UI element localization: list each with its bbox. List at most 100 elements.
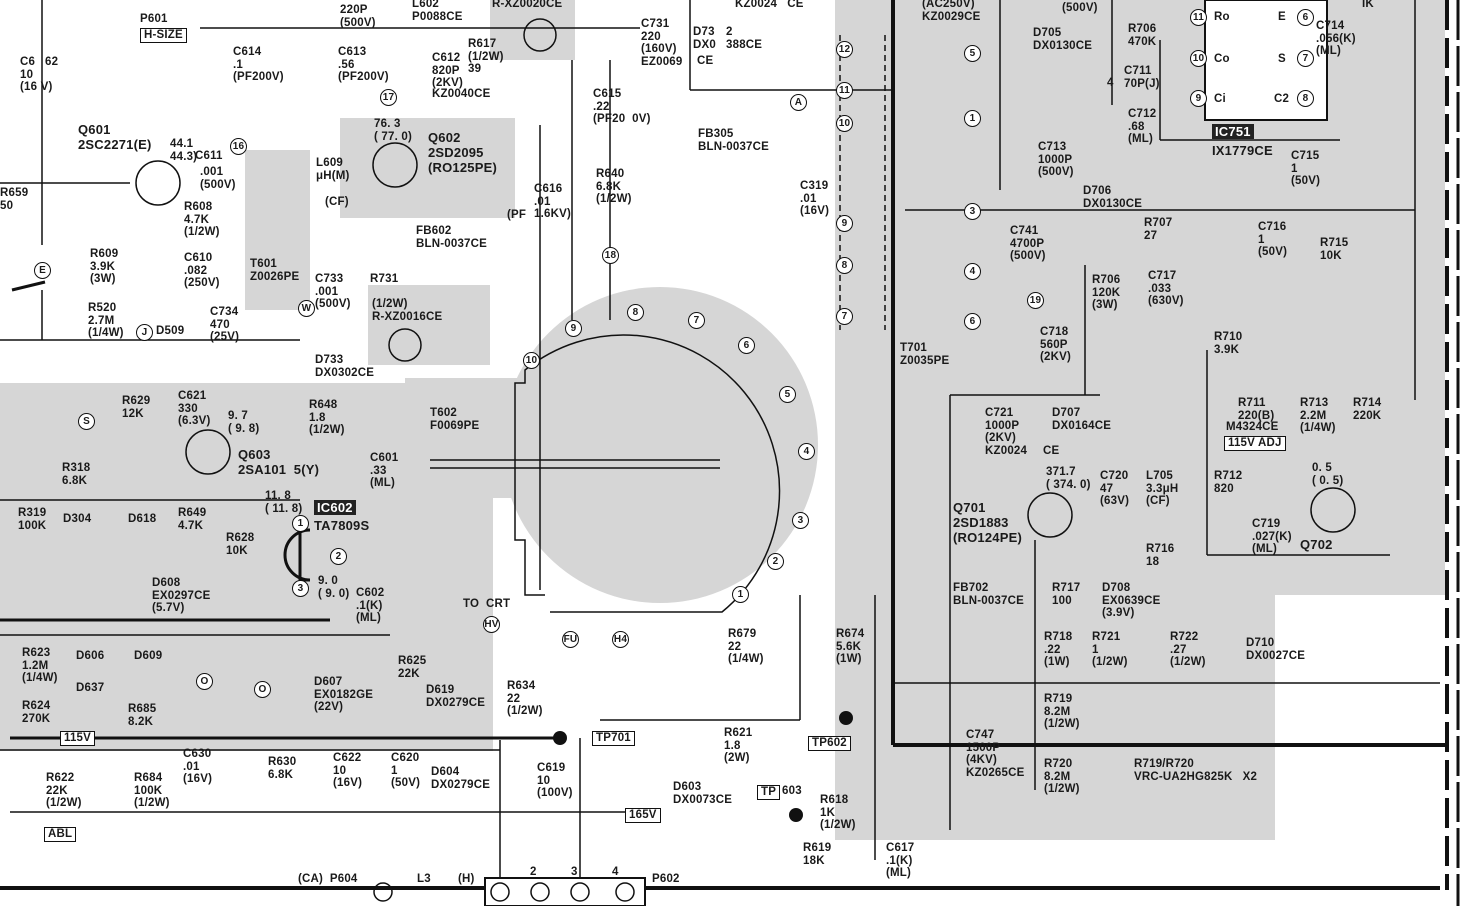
label-text: H-SIZE [144,29,183,41]
label-text: P602 [652,873,680,885]
label-text: (PF [507,209,527,221]
label-text: 3.3μH [1146,482,1179,495]
label-text: R628 [226,532,255,544]
label-c719: C719.027(K)(ML) [1252,518,1292,556]
label-p604: (CA) P604 [298,873,358,886]
label-text: D706 [1083,185,1112,197]
label-text: R722 [1170,631,1199,643]
label-r731: R731 [370,273,398,286]
label-text: R720 [1044,758,1073,770]
label-text: KZ0040CE [432,88,491,100]
label-text: C613 [338,46,367,58]
label-text: (63V) [1100,495,1130,507]
label-text: R649 [178,507,207,519]
terminal-marker-t18: 18 [602,247,619,264]
label-tp701: TP701 [592,731,635,746]
label-text: M4324CE [1226,421,1279,433]
label-kz0024t: KZ0024 CE [735,0,804,11]
label-c617: C617.1(K)(ML) [886,842,914,880]
label-text: (CF) [325,196,349,208]
label-text: C719 [1252,518,1281,530]
label-text: 62 [45,56,59,68]
label-text: 50 [0,199,14,212]
label-text: 6.8K [62,474,88,487]
label-text: 76. 3 [374,118,401,130]
label-text: .1(K) [356,599,383,612]
label-text: Co [1214,53,1230,65]
label-text: (1/2W) [134,797,170,809]
label-text: (1W) [1044,656,1070,668]
label-c611: C611 [195,150,223,163]
label-text: 11. 8 [265,490,291,502]
label-text: L705 [1146,470,1174,482]
label-text: R712 [1214,470,1243,482]
label-text: (CF) [1146,495,1170,507]
terminal-marker-i8: 8 [1297,90,1314,107]
label-q701v: 371.7( 374. 0) [1046,466,1091,491]
terminal-marker-tFU: FU [562,631,579,648]
label-text: TP [761,786,777,798]
label-text: (ML) [1128,133,1154,145]
label-text: 1.8 [724,739,741,752]
label-text: C712 [1128,108,1157,120]
label-text: 371.7 [1046,466,1076,478]
label-text: C734 [210,306,239,318]
label-text: KZ0024 [985,444,1028,457]
terminal-marker-g4: 4 [964,263,981,280]
label-text: R715 [1320,237,1349,249]
label-text: 4 [612,866,619,878]
label-text: 8.2M [1044,770,1071,783]
label-text: 1 [1092,643,1099,656]
label-text: (1/4W) [728,653,764,665]
terminal-marker-f12: 12 [836,41,853,58]
label-text: 10 [20,68,34,81]
label-text: (1/4W) [88,327,124,339]
label-c717: C717.033(630V) [1148,270,1184,308]
label-text: R718 [1044,631,1073,643]
label-ac250: (AC250V)KZ0029CE [922,0,981,23]
label-text: IX1779CE [1212,143,1273,158]
label-text: (16V) [800,205,830,217]
label-v500: (500V) [1062,2,1098,15]
label-text: (16 V) [20,81,53,93]
label-tp603b: 603 [782,785,802,798]
label-text: DX0027CE [1246,649,1306,662]
label-text: R618 [820,794,849,806]
label-text: FB602 [416,225,452,237]
label-text: DX0130CE [1033,39,1093,52]
label-c630: C630.01(16V) [183,748,212,786]
label-pin_co: Co [1214,53,1230,66]
label-text: 820P [432,64,460,77]
label-text: (1/2W) [184,226,220,238]
label-text: F0069PE [430,419,480,432]
label-text: (6.3V) [178,415,211,427]
label-text: T602 [430,407,458,419]
label-c733: C733.001(500V) [315,273,351,311]
label-text: 220(B) [1238,409,1275,422]
label-text: (50V) [391,777,421,789]
label-text: S [1278,53,1286,65]
label-text: R717 [1052,582,1081,594]
label-text: (PF200V) [338,71,389,83]
label-text: (3.9V) [1102,607,1135,619]
label-text: R319 [18,507,47,519]
label-text: KZ0265CE [966,766,1025,779]
label-c6top: 220P(500V) [340,4,376,29]
label-v115: 115V [60,731,96,746]
label-text: R659 [0,187,29,199]
label-q603v: 9. 7( 9. 8) [228,410,259,435]
